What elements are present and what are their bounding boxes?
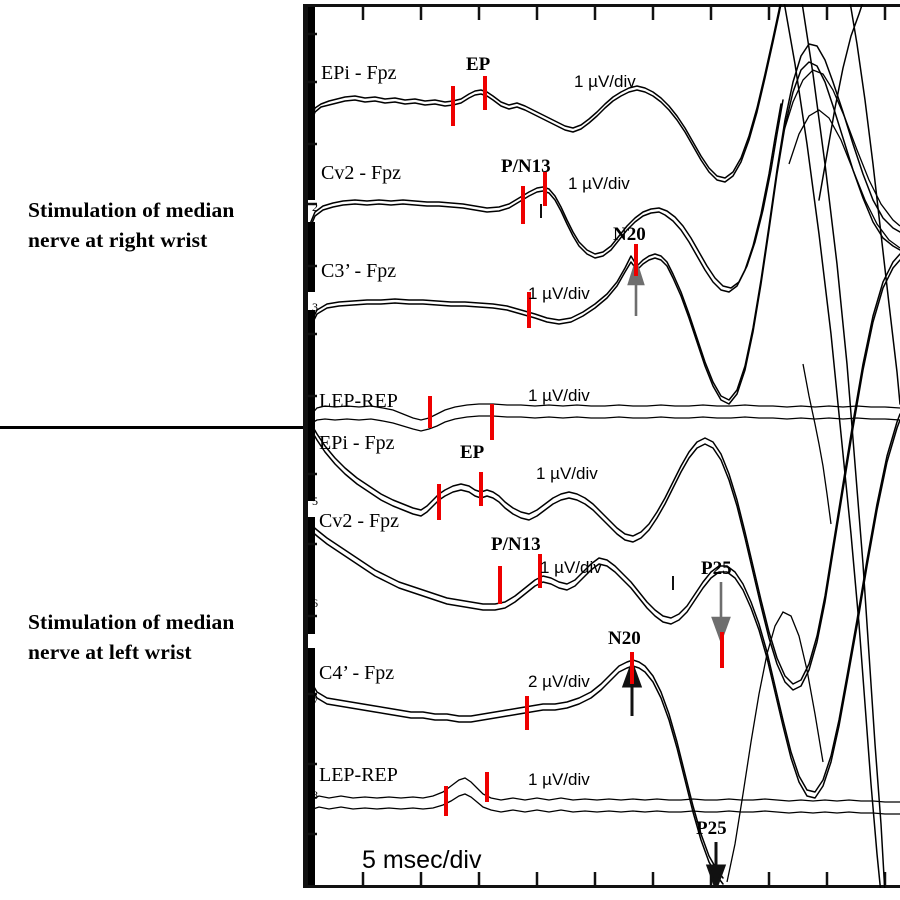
- trace-ch8-b: [309, 793, 900, 815]
- peak-label-p25-bottom: P25: [696, 818, 727, 839]
- pn13-subtick: [540, 204, 674, 590]
- channel-label-5: EPi - Fpz: [319, 432, 395, 454]
- scale-label-ch5: 1 µV/div: [536, 464, 598, 483]
- cursor-p25-mid[interactable]: [720, 632, 724, 668]
- stimulus-artifact-band: [308, 7, 315, 885]
- caption-right-line1: Stimulation of median: [28, 198, 235, 222]
- peak-label-ep-bottom: EP: [460, 442, 485, 463]
- cursor-ch7-1[interactable]: [525, 696, 529, 730]
- artifact-gap: [308, 501, 315, 517]
- scale-label-ch6: 1 µV/div: [540, 558, 602, 577]
- caption-left-line1: Stimulation of median: [28, 610, 235, 634]
- cursor-ch7-2[interactable]: [630, 652, 634, 684]
- scale-label-ch1: 1 µV/div: [574, 72, 636, 91]
- scale-label-ch7: 2 µV/div: [528, 672, 590, 691]
- trace-ch8-a: [309, 777, 900, 803]
- axis-bottom: [303, 885, 900, 888]
- axis-ticks-left: [305, 32, 317, 836]
- cursor-ch2-2[interactable]: [543, 172, 547, 206]
- cursor-ch3-2[interactable]: [634, 244, 638, 276]
- trace-ch5-b: [309, 259, 900, 691]
- trace-ch3-b: [309, 61, 900, 405]
- axis-ticks-top: [361, 7, 887, 20]
- channel-label-2: Cv2 - Fpz: [321, 162, 401, 184]
- trace-ch2-b: [309, 103, 782, 293]
- caption-right-line2: nerve at right wrist: [28, 227, 208, 252]
- trace-ch6-b: [309, 419, 900, 799]
- peak-label-pn13-top: P/N13: [501, 156, 551, 177]
- scale-label-ch4: 1 µV/div: [528, 386, 590, 405]
- timebase-label: 5 msec/div: [362, 846, 482, 874]
- trace-canvas: [305, 4, 900, 888]
- cursor-ch4-1[interactable]: [428, 396, 432, 428]
- channel-number-2: 2: [312, 200, 318, 214]
- axis-top: [303, 4, 900, 7]
- cursor-ch8-1[interactable]: [444, 786, 448, 816]
- scale-label-ch3: 1 µV/div: [528, 284, 590, 303]
- offscale-deflection-4: [849, 4, 900, 405]
- cursor-ch8-2[interactable]: [485, 772, 489, 802]
- p25-mid-arrow: [711, 582, 731, 644]
- trace-ch7-a: [309, 659, 724, 879]
- offscale-deflection-3: [818, 4, 864, 201]
- plot-area: EPi - Fpz Cv2 - Fpz C3’ - Fpz LEP-REP EP…: [303, 4, 900, 888]
- cursor-ch2-1[interactable]: [521, 186, 525, 224]
- cursor-ch3-1[interactable]: [527, 292, 531, 328]
- peak-label-ep-top: EP: [466, 54, 491, 75]
- artifact-gap: [308, 200, 315, 222]
- offscale-deflection-1: [783, 4, 882, 888]
- cursor-ch6-2[interactable]: [538, 554, 542, 588]
- artifact-gap: [308, 292, 315, 310]
- axis-ticks-bottom: [361, 872, 887, 885]
- channel-number-8: 8: [312, 788, 318, 802]
- peak-label-p25-mid: P25: [701, 558, 732, 579]
- caption-left-wrist: Stimulation of median nerve at left wris…: [28, 608, 300, 667]
- cursor-ch5-1[interactable]: [437, 484, 441, 520]
- trace-ch3-a: [309, 43, 900, 401]
- caption-right-wrist: Stimulation of median nerve at right wri…: [28, 196, 300, 255]
- axis-left: [303, 4, 308, 888]
- trace-ch1-a: [309, 4, 781, 179]
- trace-ch4-b: [309, 415, 900, 432]
- channel-number-6: 6: [312, 596, 318, 610]
- trace-ch7-c: [726, 611, 824, 883]
- caption-left-line2: nerve at left wrist: [28, 639, 192, 664]
- trace-ch4-a: [309, 403, 900, 421]
- trace-ch4-artifact: [802, 363, 832, 525]
- trace-ch7-b: [309, 665, 724, 885]
- p25-bottom-arrow: [705, 842, 727, 888]
- channel-label-6: Cv2 - Fpz: [319, 510, 399, 532]
- channel-label-1: EPi - Fpz: [321, 62, 397, 84]
- cursor-ch1-2[interactable]: [483, 76, 487, 110]
- artifact-gap: [308, 634, 315, 648]
- channel-label-4: LEP-REP: [319, 390, 398, 412]
- trace-ch5-a: [309, 253, 900, 685]
- trace-ch3-c: [782, 69, 900, 227]
- trace-ch1-b: [309, 4, 782, 183]
- channel-label-7: C4’ - Fpz: [319, 662, 395, 684]
- cursor-ch1-1[interactable]: [451, 86, 455, 126]
- offscale-deflection-2: [801, 4, 886, 888]
- channel-number-3: 3: [312, 300, 318, 314]
- channel-label-3: C3’ - Fpz: [321, 260, 397, 282]
- cursor-ch5-2[interactable]: [479, 472, 483, 506]
- peak-label-pn13-bottom: P/N13: [491, 534, 541, 555]
- scale-label-ch8: 1 µV/div: [528, 770, 590, 789]
- channel-label-8: LEP-REP: [319, 764, 398, 786]
- scale-label-ch2: 1 µV/div: [568, 174, 630, 193]
- peak-label-n20-bottom: N20: [608, 628, 641, 649]
- trace-ch6-a: [309, 413, 900, 793]
- block-divider-line: [0, 426, 313, 429]
- trace-ch2-a: [309, 99, 784, 289]
- peak-label-n20-top: N20: [613, 224, 646, 245]
- channel-number-5: 5: [312, 494, 318, 508]
- channel-number-7: 7: [312, 694, 318, 708]
- cursor-ch4-2[interactable]: [490, 404, 494, 440]
- cursor-ch6-1[interactable]: [498, 566, 502, 604]
